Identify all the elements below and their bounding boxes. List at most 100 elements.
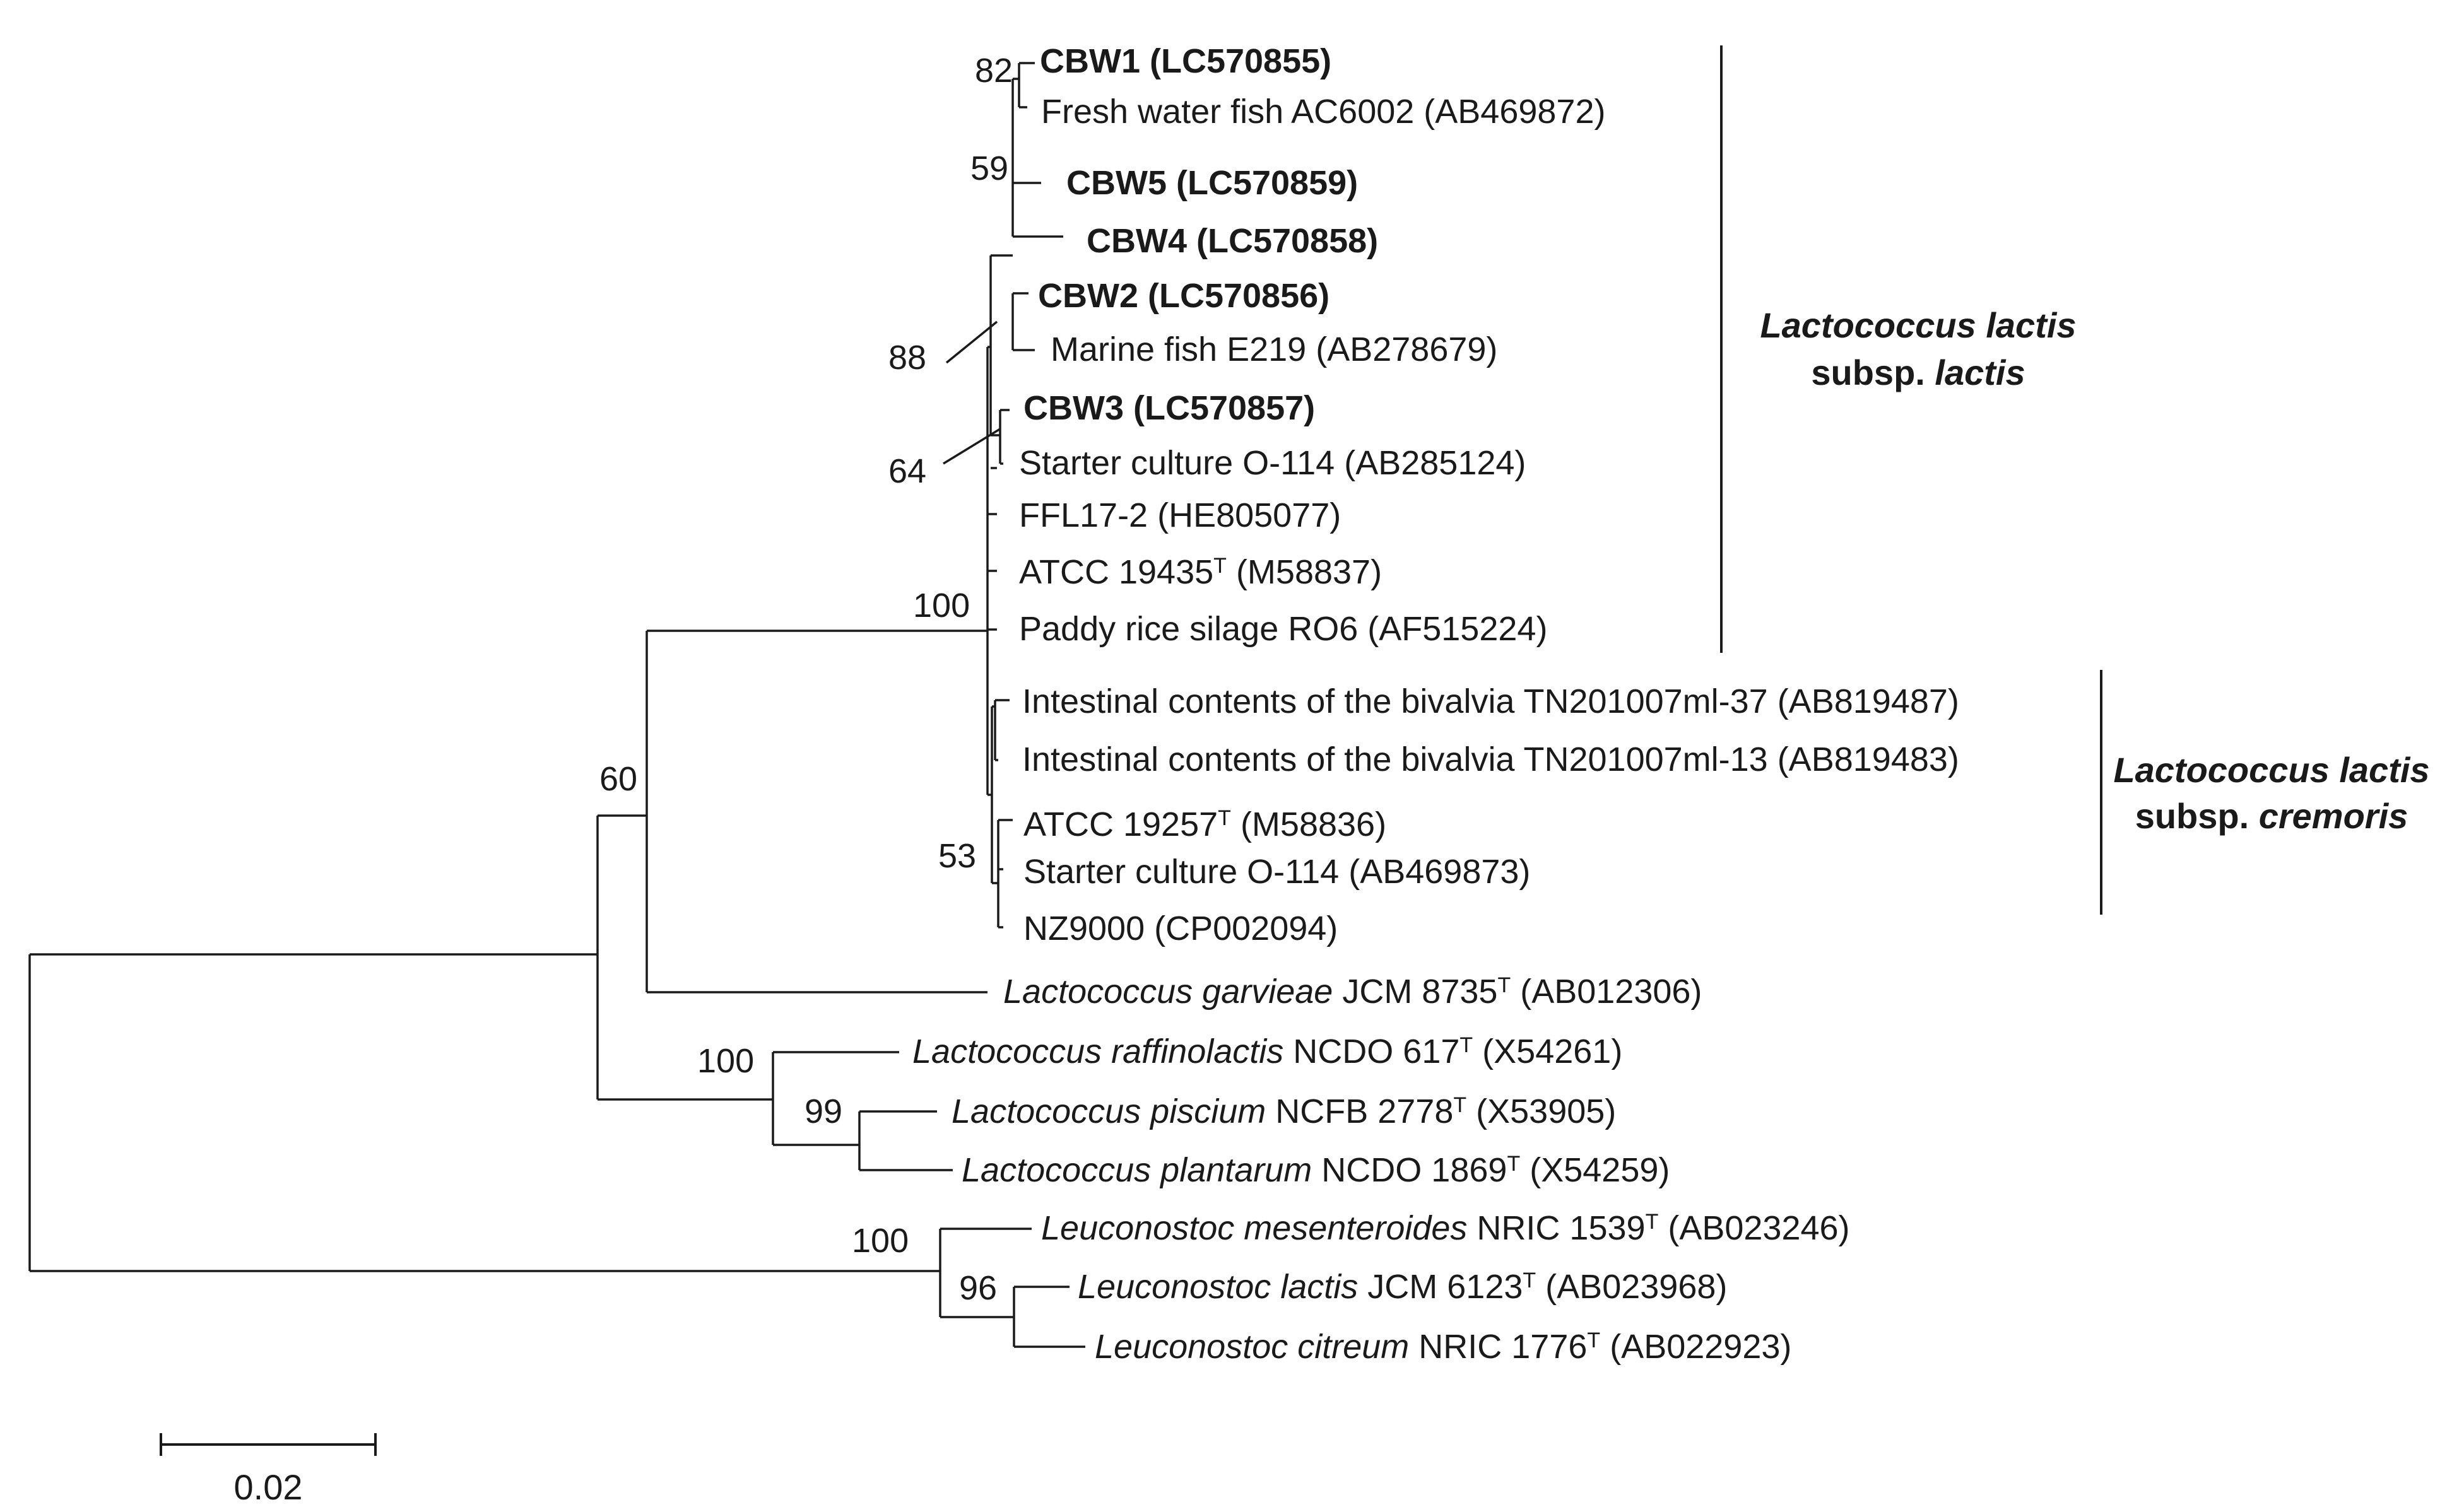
taxon-label-cbw2: CBW2 (LC570856) — [1038, 277, 1329, 315]
callout-line — [943, 428, 1001, 465]
taxon-label-atcc19257: ATCC 19257T (M58836) — [1023, 806, 1386, 843]
taxon-label-part: Leuconostoc citreum — [1095, 1328, 1409, 1366]
taxon-labels: CBW1 (LC570855) Fresh water fish AC6002 (… — [912, 42, 1959, 1366]
taxon-label-part: NRIC 1776 — [1409, 1328, 1587, 1366]
taxon-label-part: NRIC 1539 — [1467, 1209, 1645, 1247]
taxon-label-part: (AB023968) — [1536, 1268, 1727, 1306]
taxon-label-part: Intestinal contents of the bivalvia TN20… — [1022, 741, 1959, 778]
taxon-label-part: ATCC 19435 — [1019, 553, 1213, 591]
taxon-label-freshwater: Fresh water fish AC6002 (AB469872) — [1041, 93, 1605, 131]
taxon-label-part: Lactococcus garvieae — [1003, 973, 1333, 1011]
bootstrap-value-b96: 96 — [959, 1269, 997, 1307]
clade-subsp-name: cremoris — [2259, 796, 2408, 836]
taxon-label-part: (X54261) — [1473, 1033, 1622, 1070]
scale-bar: 0.02 — [160, 1433, 377, 1507]
taxon-label-part: Lactococcus raffinolactis — [912, 1033, 1283, 1070]
taxon-label-part: T — [1587, 1328, 1600, 1352]
taxon-label-atcc19435: ATCC 19435T (M58837) — [1019, 553, 1382, 591]
taxon-label-part: Fresh water fish AC6002 (AB469872) — [1041, 93, 1605, 131]
taxon-label-cbw5: CBW5 (LC570859) — [1066, 164, 1358, 202]
taxon-label-part: Lactococcus piscium — [952, 1093, 1266, 1130]
taxon-label-part: CBW4 (LC570858) — [1087, 222, 1378, 260]
taxon-label-part: (X53905) — [1466, 1093, 1616, 1130]
taxon-label-part: CBW1 (LC570855) — [1040, 42, 1331, 80]
taxon-label-part: (M58837) — [1227, 553, 1382, 591]
clade-subsp-prefix: subsp. — [2135, 796, 2259, 836]
taxon-label-part: JCM 8735 — [1333, 973, 1497, 1011]
clade-label-cremoris-line2: subsp. cremoris — [2135, 796, 2408, 836]
taxon-label-nz9000: NZ9000 (CP002094) — [1023, 910, 1338, 947]
bootstrap-value-b59: 59 — [970, 149, 1008, 187]
taxon-label-part: JCM 6123 — [1358, 1268, 1523, 1306]
clade-label-cremoris-line1: Lactococcus lactis — [2113, 750, 2429, 790]
taxon-label-part: Starter culture O-114 (AB285124) — [1019, 444, 1526, 482]
taxon-label-part: T — [1497, 973, 1511, 997]
taxon-label-part: NCFB 2778 — [1266, 1093, 1453, 1130]
taxon-label-part: FFL17-2 (HE805077) — [1019, 496, 1341, 534]
taxon-label-part: Leuconostoc mesenteroides — [1041, 1209, 1467, 1247]
taxon-label-bivalvia13: Intestinal contents of the bivalvia TN20… — [1022, 741, 1959, 778]
taxon-label-part: T — [1523, 1269, 1536, 1292]
taxon-label-cbw3: CBW3 (LC570857) — [1023, 389, 1315, 427]
taxon-label-part: Leuconostoc lactis — [1078, 1268, 1358, 1306]
taxon-label-part: (AB012306) — [1511, 973, 1702, 1011]
taxon-label-part: Starter culture O-114 (AB469873) — [1023, 853, 1530, 891]
taxon-label-part: NCDO 617 — [1283, 1033, 1459, 1070]
taxon-label-part: (AB023246) — [1658, 1209, 1849, 1247]
taxon-label-marine: Marine fish E219 (AB278679) — [1051, 331, 1497, 368]
bootstrap-value-b99: 99 — [805, 1093, 842, 1130]
taxon-label-part: Marine fish E219 (AB278679) — [1051, 331, 1497, 368]
bootstrap-value-b100c: 100 — [852, 1222, 909, 1260]
bootstrap-value-b82: 82 — [975, 52, 1013, 90]
taxon-label-part: (AB022923) — [1600, 1328, 1791, 1366]
taxon-label-part: NZ9000 (CP002094) — [1023, 910, 1338, 947]
bootstrap-value-b88: 88 — [888, 339, 926, 377]
clade-subsp-name: lactis — [1935, 353, 2025, 392]
taxon-label-part: Intestinal contents of the bivalvia TN20… — [1022, 683, 1959, 720]
taxon-label-leuclactis: Leuconostoc lactis JCM 6123T (AB023968) — [1078, 1268, 1727, 1306]
taxon-label-part: CBW2 (LC570856) — [1038, 277, 1329, 315]
taxon-label-part: ATCC 19257 — [1023, 806, 1218, 843]
taxon-label-starter2: Starter culture O-114 (AB469873) — [1023, 853, 1530, 891]
bootstrap-value-b53: 53 — [938, 837, 976, 875]
taxon-label-part: T — [1507, 1152, 1520, 1176]
taxon-label-ffl17: FFL17-2 (HE805077) — [1019, 496, 1341, 534]
taxon-label-part: CBW3 (LC570857) — [1023, 389, 1315, 427]
callout-line — [945, 320, 998, 364]
clade-subsp-prefix: subsp. — [1811, 353, 1935, 392]
bootstrap-value-b100b: 100 — [697, 1042, 754, 1080]
taxon-label-part: Lactococcus plantarum — [962, 1151, 1312, 1189]
taxon-label-part: T — [1218, 806, 1231, 830]
taxon-label-part: T — [1213, 554, 1227, 578]
tree-branches — [28, 62, 1085, 1348]
bootstrap-value-b64: 64 — [888, 452, 926, 490]
taxon-label-part: T — [1646, 1210, 1659, 1234]
taxon-label-part: (X54259) — [1520, 1151, 1670, 1189]
scale-bar-label: 0.02 — [234, 1467, 303, 1507]
taxon-label-bivalvia37: Intestinal contents of the bivalvia TN20… — [1022, 683, 1959, 720]
taxon-label-cbw4: CBW4 (LC570858) — [1087, 222, 1378, 260]
clade-brackets — [1720, 45, 2102, 915]
taxon-label-mesenteroides: Leuconostoc mesenteroides NRIC 1539T (AB… — [1041, 1209, 1850, 1247]
taxon-label-part: Paddy rice silage RO6 (AF515224) — [1019, 610, 1547, 648]
taxon-label-cbw1: CBW1 (LC570855) — [1040, 42, 1331, 80]
taxon-label-garvieae: Lactococcus garvieae JCM 8735T (AB012306… — [1003, 973, 1702, 1011]
taxon-label-raffinolactis: Lactococcus raffinolactis NCDO 617T (X54… — [912, 1033, 1622, 1070]
taxon-label-plantarum: Lactococcus plantarum NCDO 1869T (X54259… — [962, 1151, 1670, 1189]
taxon-label-starter1: Starter culture O-114 (AB285124) — [1019, 444, 1526, 482]
taxon-label-part: (M58836) — [1231, 806, 1386, 843]
taxon-label-part: T — [1453, 1093, 1466, 1117]
bootstrap-values: 82 59 88 64 100 60 53 100 99 100 96 — [599, 52, 1013, 1307]
clade-label-lactis-line2: subsp. lactis — [1811, 353, 2025, 392]
clade-label-lactis-line1: Lactococcus lactis — [1760, 305, 2076, 345]
taxon-label-part: T — [1459, 1033, 1473, 1057]
taxon-label-part: CBW5 (LC570859) — [1066, 164, 1358, 202]
bootstrap-value-b60: 60 — [599, 760, 637, 798]
taxon-label-piscium: Lactococcus piscium NCFB 2778T (X53905) — [952, 1093, 1616, 1130]
bootstrap-value-b100a: 100 — [913, 587, 970, 624]
taxon-label-paddy: Paddy rice silage RO6 (AF515224) — [1019, 610, 1547, 648]
taxon-label-part: NCDO 1869 — [1312, 1151, 1507, 1189]
taxon-label-citreum: Leuconostoc citreum NRIC 1776T (AB022923… — [1095, 1328, 1791, 1366]
